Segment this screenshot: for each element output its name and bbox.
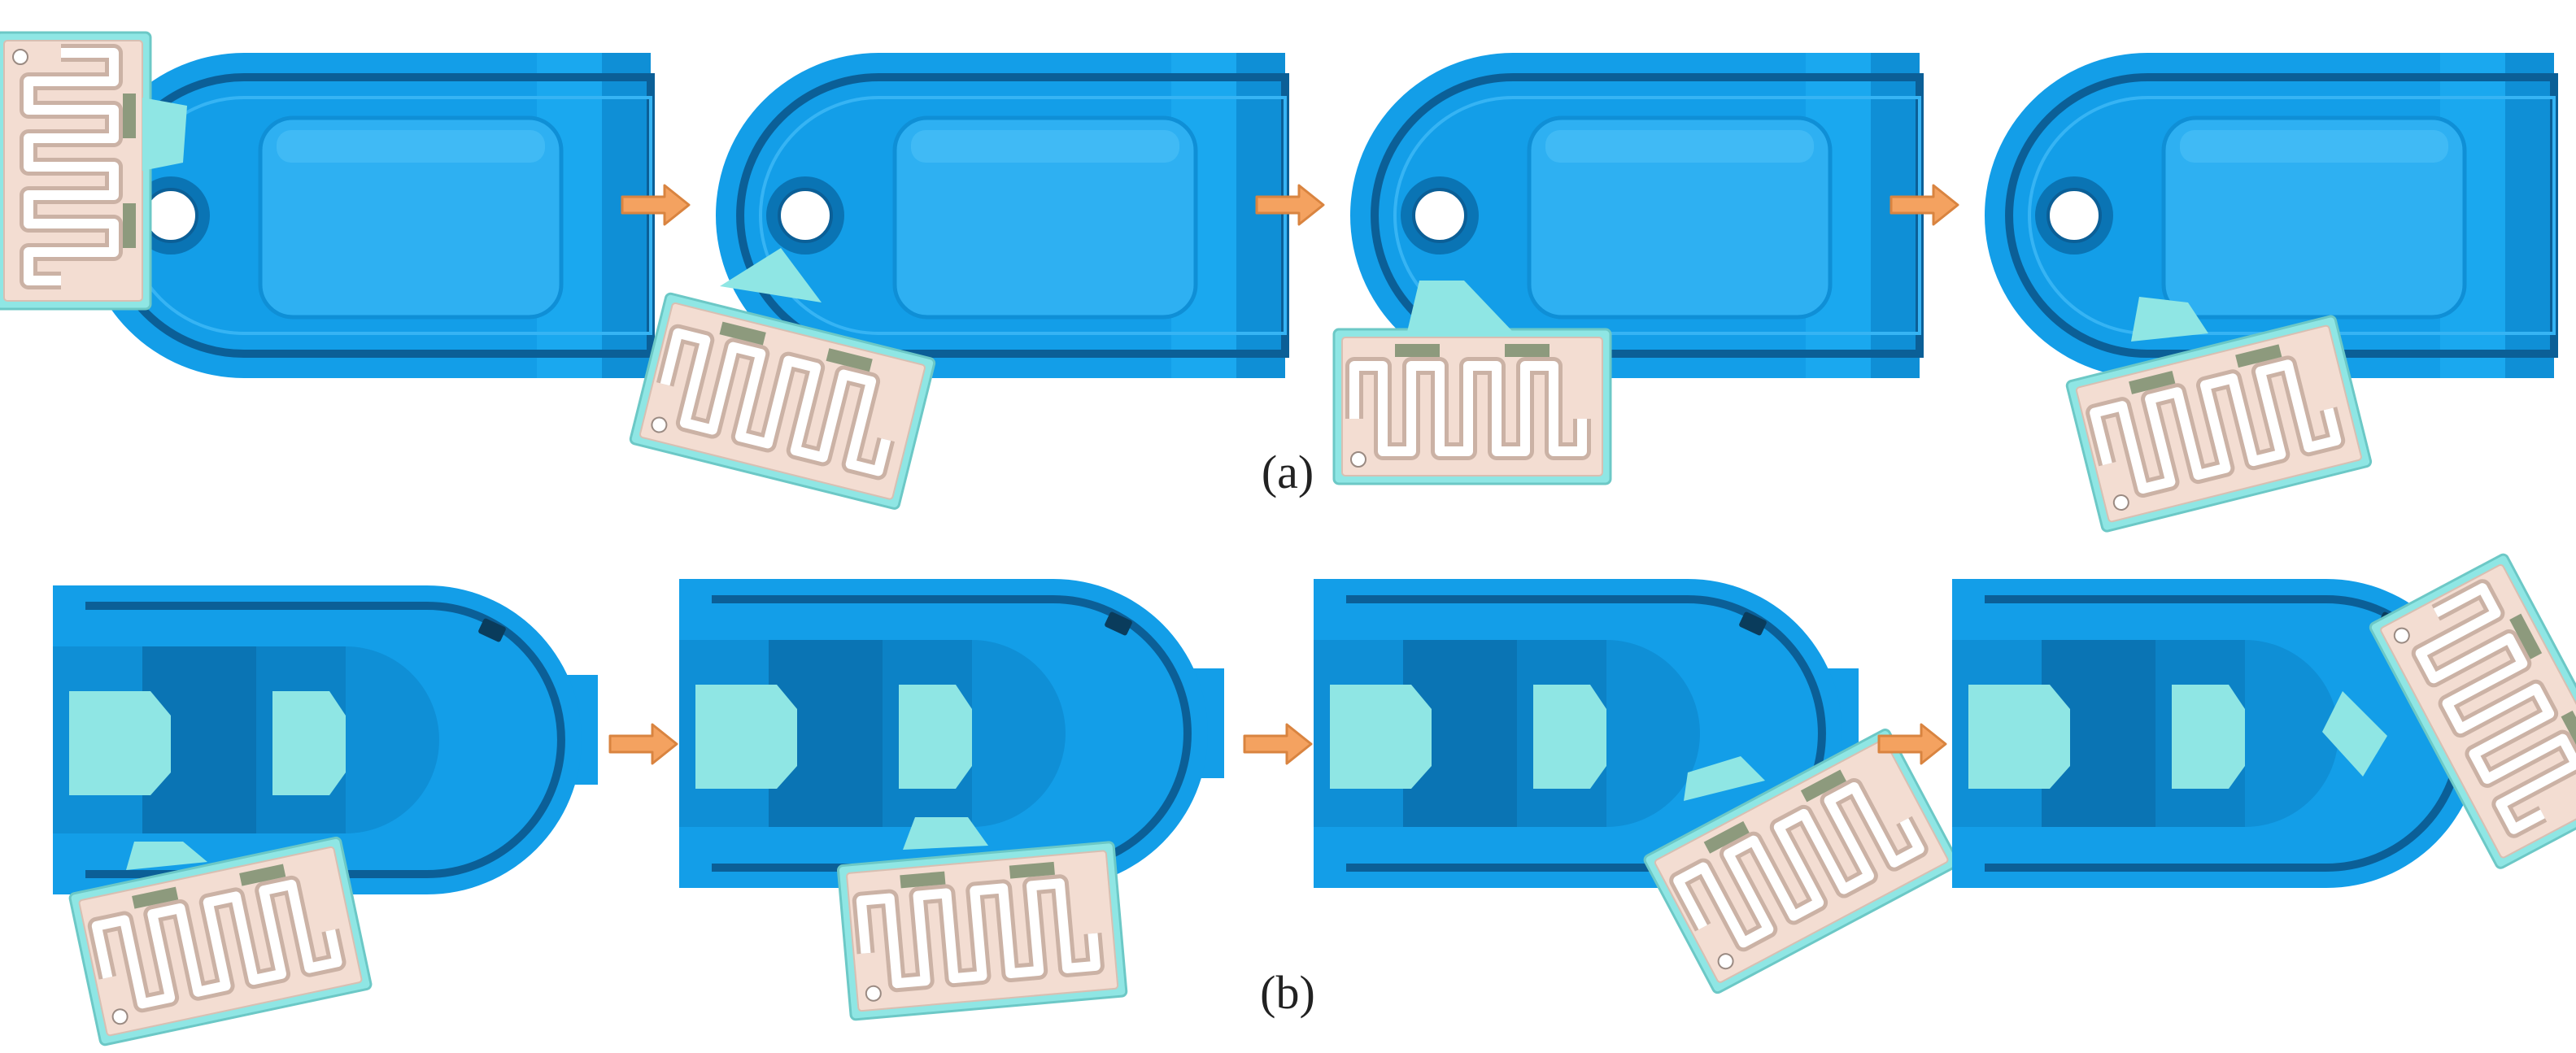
housing-panel-a4 <box>1985 53 2554 378</box>
tag-hinge-a2 <box>720 248 822 302</box>
row-b-stage-3 <box>1314 579 1959 994</box>
row-b-stage-4 <box>1952 553 2576 888</box>
rfid-tag-icon <box>1334 329 1611 484</box>
rfid-tag-icon <box>838 842 1127 1020</box>
row-a-stage-1 <box>0 33 651 378</box>
caption-b: (b) <box>1260 966 1315 1019</box>
housing-panel-a1 <box>81 53 651 378</box>
tag-hinge-a3 <box>1407 281 1513 332</box>
row-a-stage-3 <box>1334 53 1920 484</box>
row-a-stage-2 <box>630 53 1285 510</box>
row-b-stage-1 <box>53 585 598 1046</box>
tag-hinge-b2 <box>903 817 988 850</box>
row-b <box>53 553 2576 1046</box>
tag-hinge-b1 <box>126 842 207 870</box>
row-a-stage-4 <box>1985 53 2554 532</box>
row-b-stage-2 <box>679 579 1224 1020</box>
tag-hinge-b4 <box>2322 691 2387 777</box>
rfid-tag-icon <box>0 33 150 309</box>
right-arrow-icon <box>1243 723 1313 765</box>
right-arrow-icon <box>608 723 678 765</box>
row-a <box>0 33 2554 532</box>
caption-a: (a) <box>1262 446 1314 498</box>
tag-hinge-b3 <box>1684 756 1765 801</box>
tag-hinge-a1 <box>142 98 187 171</box>
tag-hinge-a4 <box>2131 297 2208 342</box>
